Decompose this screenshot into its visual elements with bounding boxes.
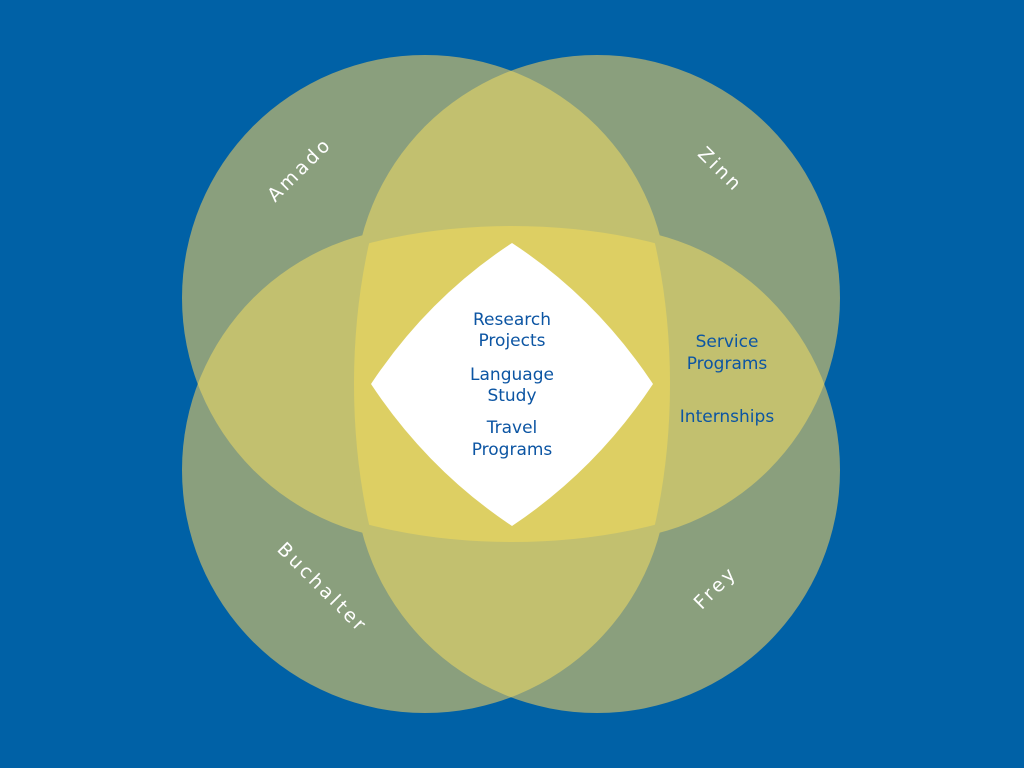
center-item-research-line1: Research bbox=[473, 310, 551, 330]
center-item-language-line2: Study bbox=[487, 386, 536, 406]
center-item-language-line1: Language bbox=[470, 365, 554, 385]
center-item-travel-line1: Travel bbox=[486, 418, 538, 438]
right-item-internships: Internships bbox=[680, 407, 775, 427]
right-item-service-line1: Service bbox=[696, 332, 759, 352]
center-item-travel-line2: Programs bbox=[472, 440, 553, 460]
center-item-research-line2: Projects bbox=[478, 331, 545, 351]
right-item-service-line2: Programs bbox=[687, 354, 768, 374]
center-region bbox=[371, 243, 653, 526]
